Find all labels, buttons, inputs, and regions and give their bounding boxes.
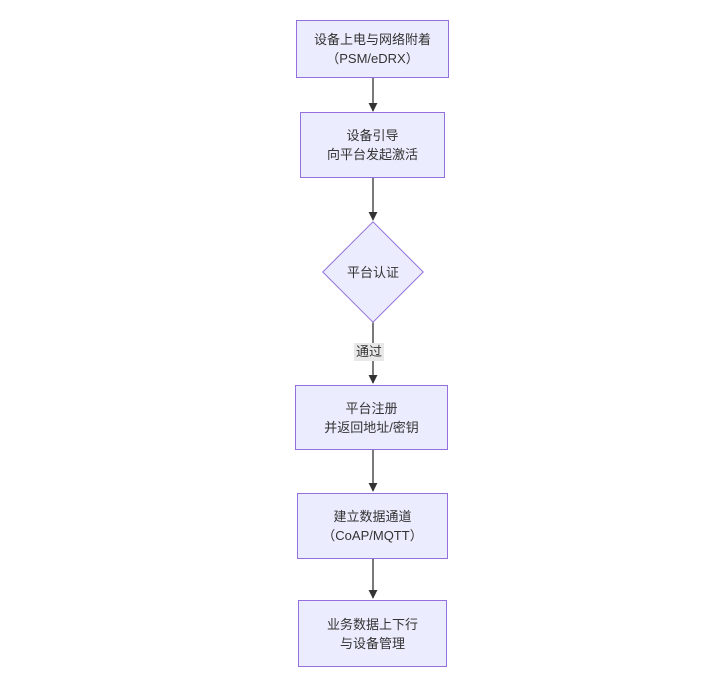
node-platform-auth-label: 平台认证 <box>346 264 399 280</box>
node-data-channel: 建立数据通道 （CoAP/MQTT） <box>297 493 448 559</box>
node-business-data-line2: 与设备管理 <box>339 635 405 651</box>
node-business-data-line1: 业务数据上下行 <box>326 616 418 632</box>
node-bootstrap-line1: 设备引导 <box>346 128 399 143</box>
node-business-data: 业务数据上下行 与设备管理 <box>298 600 447 667</box>
node-data-channel-line2: （CoAP/MQTT） <box>322 528 423 543</box>
node-platform-register-line2: 并返回地址/密钥 <box>324 419 419 435</box>
edge-label-pass: 通过 <box>353 343 385 361</box>
node-platform-register-line1: 平台注册 <box>345 400 398 416</box>
node-power-attach: 设备上电与网络附着 （PSM/eDRX） <box>296 20 449 78</box>
node-power-attach-line2: （PSM/eDRX） <box>326 51 419 66</box>
node-bootstrap-line2: 向平台发起激活 <box>326 147 418 162</box>
node-bootstrap: 设备引导 向平台发起激活 <box>300 112 445 178</box>
node-platform-register: 平台注册 并返回地址/密钥 <box>295 385 448 450</box>
node-platform-auth: 平台认证 <box>322 221 424 323</box>
node-data-channel-line1: 建立数据通道 <box>333 509 412 524</box>
node-power-attach-line1: 设备上电与网络附着 <box>313 32 431 47</box>
